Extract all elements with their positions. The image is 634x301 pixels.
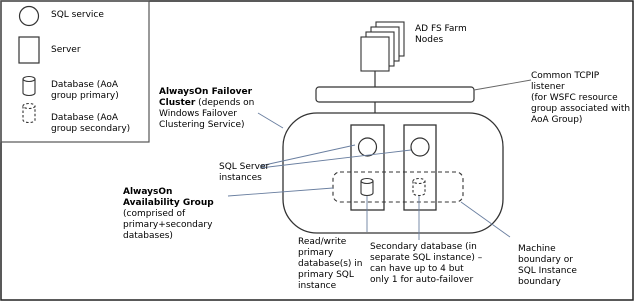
sql-instances-callout-line-2 — [259, 149, 412, 169]
server-legend-icon — [18, 36, 40, 64]
machine-boundary-label: Machine boundary or SQL Instance boundar… — [518, 244, 577, 287]
tcpip-listener-bar — [315, 86, 475, 103]
sql-service-legend-icon — [18, 5, 40, 27]
availability-group-title: AlwaysOn Availability Group — [123, 187, 214, 208]
legend-db-secondary-label: Database (AoA group secondary) — [51, 113, 131, 134]
availability-group-boundary — [332, 171, 464, 203]
cluster-label: AlwaysOn Failover Cluster (depends on Wi… — [159, 87, 289, 131]
secondary-database-icon — [412, 177, 426, 197]
primary-database-icon — [360, 177, 374, 197]
legend-panel — [0, 0, 150, 143]
machine-boundary-callout-line — [460, 201, 511, 238]
legend-db-primary-label: Database (AoA group primary) — [51, 80, 119, 101]
primary-sql-service-icon — [357, 137, 378, 157]
listener-callout-line — [473, 79, 532, 91]
legend-sql-service-label: SQL service — [51, 10, 104, 20]
legend-server-label: Server — [51, 45, 81, 55]
availability-group-description: (comprised of primary+secondary database… — [123, 209, 213, 241]
secondary-database-label: Secondary database (in separate SQL inst… — [370, 242, 483, 285]
callout-lines — [227, 112, 511, 240]
tcpip-listener-label: Common TCPIP listener (for WSFC resource… — [531, 71, 631, 125]
cluster-callout-line — [257, 112, 284, 129]
cluster-description: (depends on Windows Failover Clustering … — [159, 98, 255, 130]
sql-instances-callout-line-1 — [259, 144, 356, 167]
adfs-nodes-label: AD FS Farm Nodes — [415, 24, 467, 45]
ag-callout-line — [227, 187, 334, 197]
sql-instances-label: SQL Server instances — [219, 162, 270, 183]
readwrite-database-label: Read/write primary database(s) in primar… — [298, 237, 363, 291]
cluster-title: AlwaysOn Failover Cluster — [159, 87, 253, 108]
failover-cluster-boundary — [282, 112, 504, 234]
adfs-farm-nodes-icon — [360, 21, 405, 72]
secondary-sql-service-icon — [410, 137, 430, 157]
database-secondary-legend-icon — [22, 102, 36, 124]
database-primary-legend-icon — [22, 75, 36, 97]
